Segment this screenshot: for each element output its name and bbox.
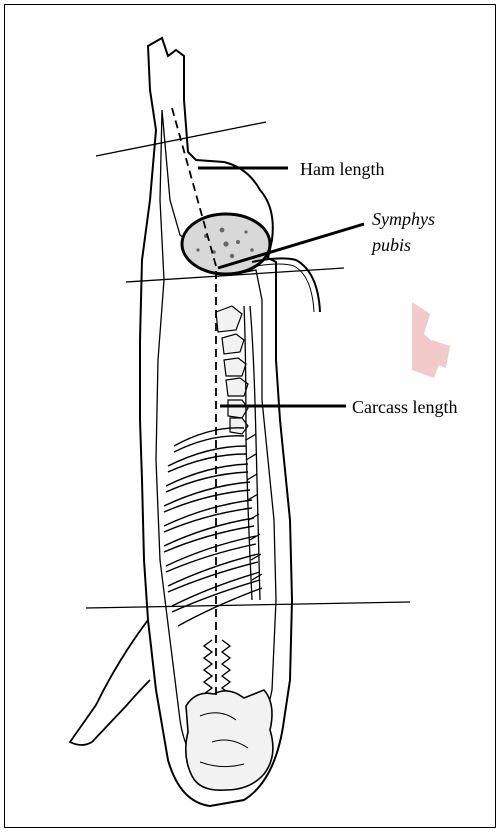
measurement-dashed-line — [172, 108, 216, 700]
hind-leg — [70, 620, 150, 745]
ham-length-label: Ham length — [300, 160, 384, 178]
watermark-emblem — [412, 302, 450, 378]
rib-cage — [164, 428, 262, 626]
cut-line-bottom — [86, 602, 410, 608]
carcass-length-label: Carcass length — [352, 398, 457, 416]
symphys-label: Symphys — [372, 210, 435, 228]
cut-line-top — [96, 122, 266, 156]
pubis-label: pubis — [372, 236, 411, 254]
vertebrae — [216, 306, 248, 434]
